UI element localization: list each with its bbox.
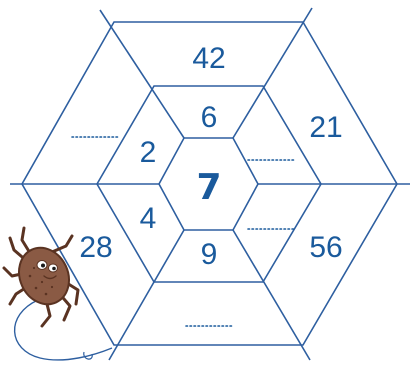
inner-top-number: 6 [201,101,218,134]
outer-lower-right-number: 56 [309,231,342,264]
inner-bottom-number: 9 [201,238,218,271]
spoke-bottom-right [233,230,310,360]
spoke-top-left [100,10,184,138]
inner-upper-left-number: 2 [140,136,157,169]
spoke-top-right [233,8,312,138]
outer-top-number: 42 [192,42,225,75]
spoke-bottom-left [109,230,184,360]
center-number: 7 [196,167,221,208]
outer-lower-left-number: 28 [79,231,112,264]
inner-lower-left-number: 4 [140,202,157,235]
outer-upper-right-number: 21 [309,111,342,144]
